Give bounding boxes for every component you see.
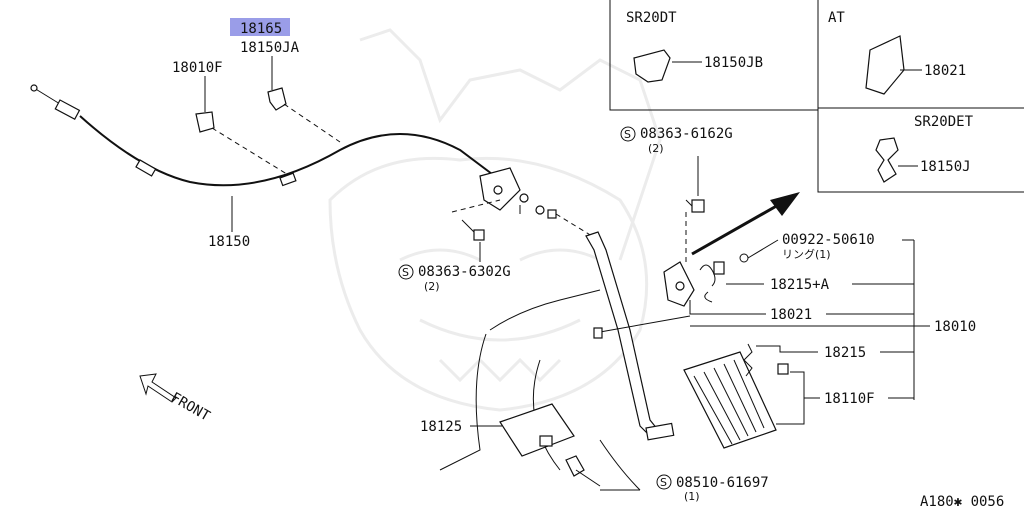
leader-00922: [747, 239, 779, 259]
part-18215-label[interactable]: 18215: [824, 345, 866, 361]
part-00922-label[interactable]: 00922-50610: [782, 232, 875, 248]
clip-18010F: [195, 111, 215, 133]
bolt2-qty: (2): [424, 280, 440, 293]
clip-18150JA: [267, 87, 287, 111]
inset-sr20dt-title: SR20DT: [626, 10, 677, 26]
part-18010F-label[interactable]: 18010F: [172, 60, 223, 76]
bolt-08363-6162G: [685, 199, 705, 213]
bushing: [713, 261, 725, 275]
inset-sr20det-title: SR20DET: [914, 114, 974, 130]
highlight-box: [230, 18, 290, 36]
pedal-arm: [585, 231, 691, 441]
part-18215A-label[interactable]: 18215+A: [770, 277, 830, 293]
part-18150JA-label[interactable]: 18150JA: [240, 40, 300, 56]
spring-18215A: [699, 264, 716, 303]
s-mark-bolt3: [656, 474, 672, 490]
inset-at-part[interactable]: 18021: [924, 63, 966, 79]
pedal-bracket-18021: [663, 261, 695, 307]
spring-18215: [743, 343, 789, 377]
dashed-guide-4: [555, 213, 593, 237]
throttle-linkage: [479, 167, 557, 219]
inset-at: AT 18021: [817, 0, 1024, 109]
pedal-pad-18110F: [683, 351, 777, 449]
clip-18150J: [875, 137, 899, 183]
dashed-guide-1: [283, 103, 341, 143]
inset-sr20det: SR20DET 18150J: [817, 108, 1024, 193]
direction-arrow: [691, 192, 800, 256]
highlighted-part-18165[interactable]: 18165: [230, 18, 290, 37]
s-mark-bolt3-text: S: [660, 476, 667, 489]
leader-18021: [689, 300, 766, 315]
ring-label: リング(1): [782, 247, 831, 261]
part-18150-label[interactable]: 18150: [208, 234, 250, 250]
front-arrow-icon: [139, 373, 177, 403]
bracket-18021-at: [865, 35, 905, 95]
diagram-id: A180✱ 0056: [920, 494, 1004, 510]
bolt1-part-label[interactable]: 08363-6162G: [640, 126, 733, 142]
inset-sr20dt: SR20DT 18150JB: [609, 0, 819, 111]
inset-sr20det-part[interactable]: 18150J: [920, 159, 971, 175]
bolt1-qty: (2): [648, 142, 664, 155]
front-indicator: FRONT: [139, 373, 213, 425]
front-label: FRONT: [168, 390, 213, 425]
bolt3-part-label[interactable]: 08510-61697: [676, 475, 769, 491]
part-18110F-label[interactable]: 18110F: [824, 391, 875, 407]
accelerator-cable-18150: [30, 84, 501, 187]
s-mark-bolt2: [398, 264, 414, 280]
leader-18110F-bracket: [776, 371, 805, 425]
dashed-guide-2: [211, 127, 291, 177]
leader-18215: [756, 345, 818, 353]
part-18165-label[interactable]: 18165: [240, 21, 282, 37]
bolt3-qty: (1): [684, 490, 700, 503]
inset-at-title: AT: [828, 10, 845, 26]
bolt-08363-6302G: [461, 219, 485, 241]
part-18010-label[interactable]: 18010: [934, 319, 976, 335]
floor-panel: [439, 289, 641, 491]
clip-18150JB: [633, 49, 671, 83]
part-18021-label[interactable]: 18021: [770, 307, 812, 323]
watermark-emblem: [328, 28, 662, 412]
s-mark-bolt2-text: S: [402, 266, 409, 279]
s-mark-bolt1-text: S: [624, 128, 631, 141]
bolt2-part-label[interactable]: 08363-6302G: [418, 264, 511, 280]
stop-bracket-18125: [499, 403, 575, 457]
s-mark-bolt1: [620, 126, 636, 142]
part-18125-label[interactable]: 18125: [420, 419, 462, 435]
ring-clip: [739, 253, 749, 263]
inset-sr20dt-part[interactable]: 18150JB: [704, 55, 763, 71]
bolt-08510-61697: [565, 455, 601, 487]
